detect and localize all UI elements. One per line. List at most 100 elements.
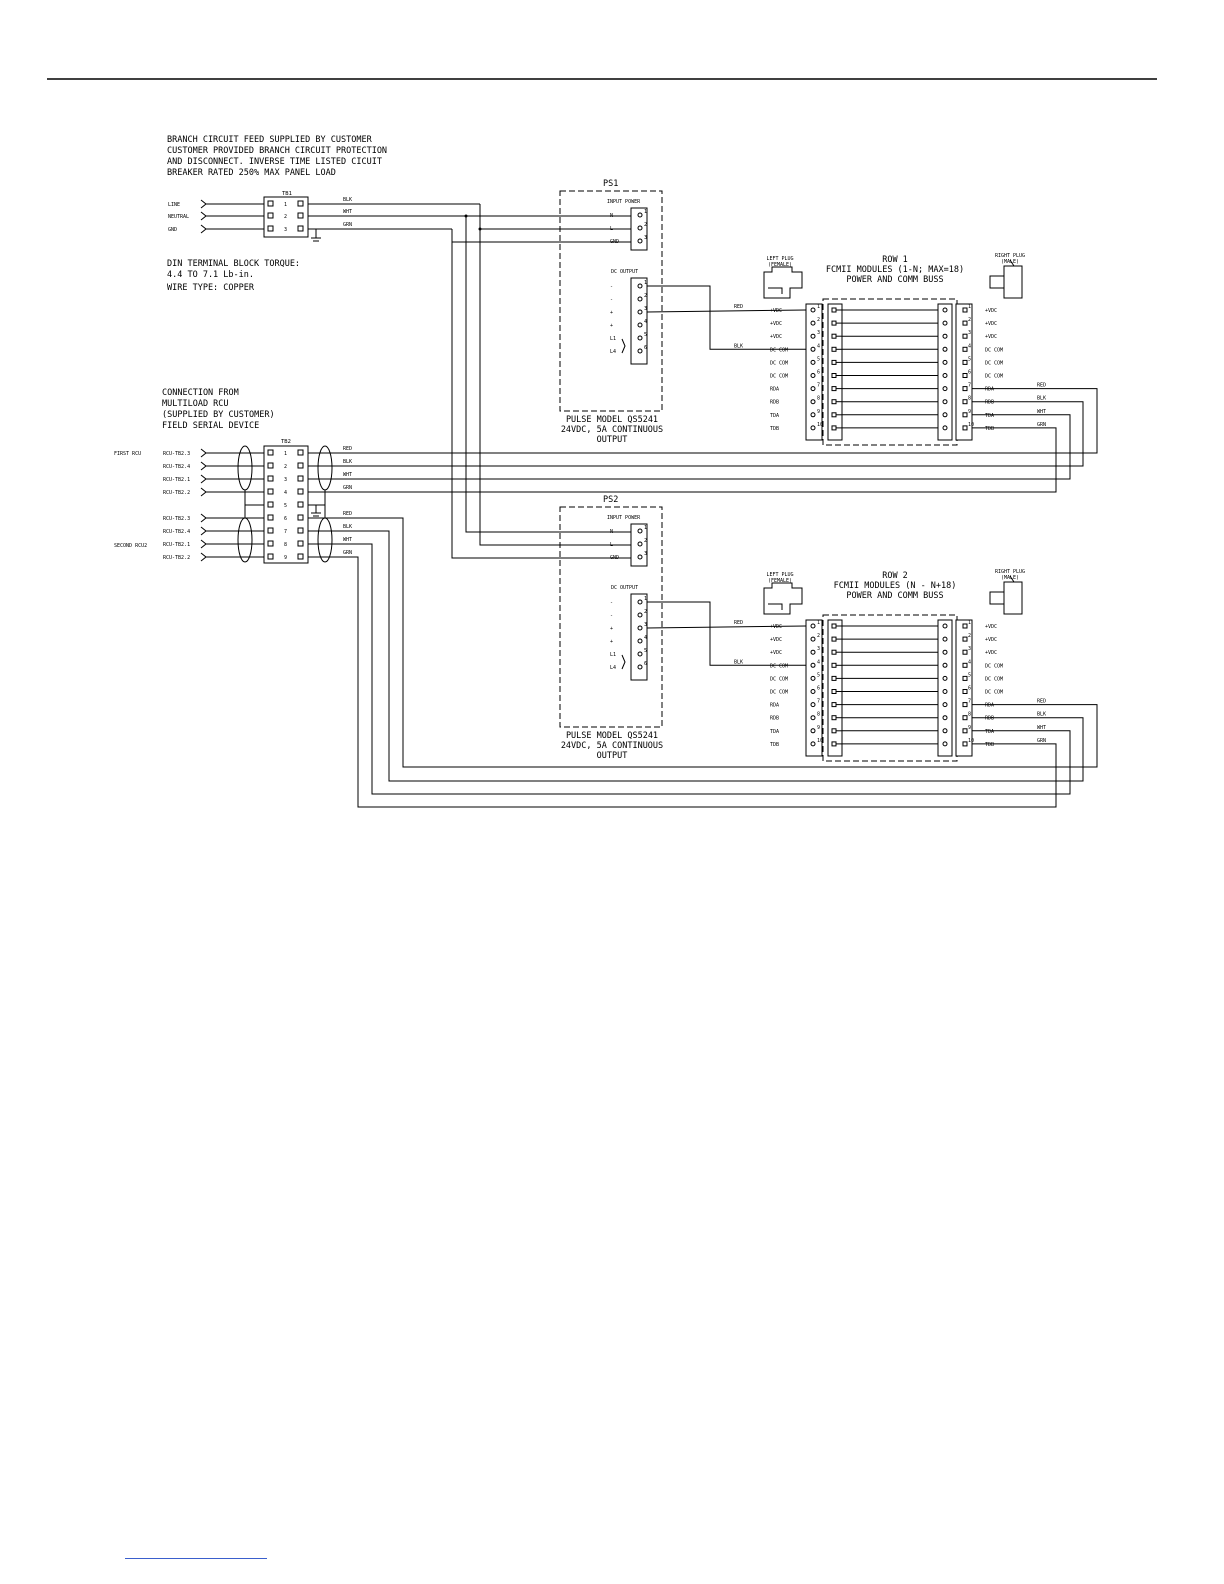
bus-pin: [942, 689, 948, 694]
tb2-input-label: RCU-TB2.4: [163, 529, 190, 535]
pin-number: 5: [817, 356, 820, 362]
bus-pin: [831, 689, 837, 694]
right-pin-label: +VDC: [985, 334, 997, 340]
pin-number: 3: [644, 622, 647, 628]
pin-number: 1: [644, 209, 647, 215]
dc-pin-label: +: [610, 639, 613, 645]
left-pin-label: +VDC: [770, 624, 782, 630]
terminal-screw: [637, 651, 643, 657]
pin-number: 7: [817, 699, 820, 705]
terminal-pin: [962, 675, 968, 681]
pin-number: 4: [644, 319, 647, 325]
pin-number: 2: [968, 317, 971, 323]
right-plug-icon: [1003, 265, 1023, 299]
tb2-input-label: RCU-TB2.3: [163, 516, 190, 522]
terminal-screw: [267, 501, 274, 508]
pin-number: 8: [817, 712, 820, 718]
bus-pin: [942, 359, 948, 365]
tb1-input-label: LINE: [168, 202, 180, 208]
terminal-screw: [637, 348, 643, 354]
left-pin-label: DC COM: [770, 374, 788, 380]
terminal-screw: [810, 386, 816, 392]
first-rcu-label: FIRST RCU: [114, 451, 141, 457]
terminal-pin: [962, 636, 968, 642]
ps-model-text: 24VDC, 5A CONTINUOUS: [561, 741, 663, 751]
pin-number: 6: [817, 686, 820, 692]
right-pin-label: RDB: [985, 400, 994, 406]
left-plug-icon: [763, 582, 803, 615]
pin-number: 3: [817, 646, 820, 652]
left-pin-label: DC COM: [770, 676, 788, 682]
right-pin-label: DC COM: [985, 374, 1003, 380]
tb2-number: 9: [284, 555, 287, 561]
terminal-screw: [810, 689, 816, 694]
pin-number: 10: [968, 738, 974, 744]
right-connector: [955, 619, 973, 757]
terminal-screw: [810, 662, 816, 668]
dc-pin-label: -: [610, 600, 613, 606]
bus-pin: [831, 702, 837, 708]
terminal-screw: [297, 475, 304, 482]
right-plug-label: RIGHT PLUG: [995, 253, 1025, 259]
terminal-screw: [810, 346, 816, 352]
comm-wire-label: WHT: [1037, 409, 1046, 415]
tb1-input-label: NEUTRAL: [168, 214, 189, 220]
comm-wire: [308, 414, 1071, 480]
right-connector: [955, 303, 973, 441]
terminal-screw: [810, 320, 816, 326]
terminal-screw: [637, 335, 643, 341]
right-pin-label: RDA: [985, 703, 994, 709]
terminal-screw: [810, 623, 816, 629]
left-pin-label: RDA: [770, 703, 779, 709]
pin-number: 1: [644, 280, 647, 286]
dc-pin-label: -: [610, 284, 613, 290]
pin-number: 5: [644, 648, 647, 654]
terminal-screw: [637, 664, 643, 670]
buss-outline: [822, 614, 958, 762]
input-arrow-icon: [200, 199, 207, 209]
pin-number: 2: [644, 222, 647, 228]
terminal-screw: [637, 225, 643, 231]
right-pin-label: +VDC: [985, 650, 997, 656]
terminal-screw: [810, 715, 816, 721]
bus-pin: [942, 425, 948, 431]
tb2-label: TB2: [281, 439, 291, 445]
tb2-number: 2: [284, 464, 287, 470]
pin-number: 5: [968, 672, 971, 678]
tb2-input-label: RCU-TB2.2: [163, 490, 190, 496]
terminal-screw: [637, 238, 643, 244]
bus-pin: [831, 425, 837, 431]
bus-pin: [831, 675, 837, 681]
tb2-number: 8: [284, 542, 287, 548]
left-plug-label: (FEMALE): [768, 578, 792, 584]
dc-com-wire: [647, 601, 806, 666]
dc-terminal-strip: [630, 277, 648, 365]
comm-wire-label: BLK: [1037, 712, 1046, 718]
pin-number: 3: [968, 330, 971, 336]
pin-number: 3: [968, 646, 971, 652]
terminal-pin: [962, 333, 968, 339]
terminal-screw: [267, 488, 274, 495]
note-line: 4.4 TO 7.1 Lb-in.: [167, 270, 254, 280]
terminal-screw: [810, 373, 816, 378]
row-title: FCMII MODULES (1-N; MAX=18): [826, 265, 964, 275]
left-pin-label: RDB: [770, 400, 779, 406]
tb2-wire-label: WHT: [343, 472, 352, 478]
bus-pin: [831, 728, 837, 734]
ps-label: PS2: [603, 495, 618, 505]
tb2-wire-label: WHT: [343, 537, 352, 543]
right-pin-label: RDB: [985, 716, 994, 722]
pin-number: 3: [644, 306, 647, 312]
tb2-input-label: RCU-TB2.1: [163, 477, 190, 483]
row-title: FCMII MODULES (N - N+18): [834, 581, 957, 591]
terminal-screw: [637, 212, 643, 218]
bus-pin: [831, 373, 837, 378]
shield-loop: [237, 517, 253, 563]
comm-wire-label: RED: [1037, 699, 1046, 705]
left-pin-label: DC COM: [770, 690, 788, 696]
terminal-pin: [962, 689, 968, 694]
terminal-screw: [637, 322, 643, 328]
input-arrow-icon: [200, 211, 207, 221]
pin-number: 3: [817, 330, 820, 336]
